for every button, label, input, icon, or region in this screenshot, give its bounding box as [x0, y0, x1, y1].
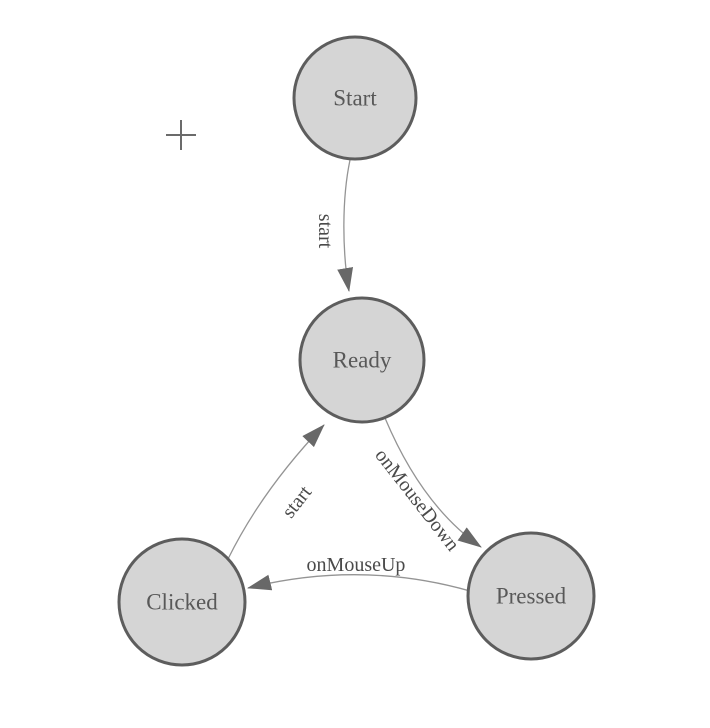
state-node-clicked[interactable]: Clicked [117, 537, 247, 667]
edge-ready-to-pressed[interactable] [384, 417, 482, 548]
state-node-circle-ready[interactable] [298, 296, 426, 424]
state-node-circle-pressed[interactable] [466, 531, 596, 661]
edge-start-to-ready[interactable] [337, 159, 354, 292]
edge-label-pressed-to-clicked[interactable]: onMouseUp [307, 554, 406, 576]
edge-label-clicked-to-ready[interactable]: start [278, 481, 317, 522]
edge-label-start-to-ready[interactable]: start [314, 214, 336, 249]
plus-icon[interactable] [166, 120, 196, 150]
state-node-pressed[interactable]: Pressed [466, 531, 596, 661]
state-node-label-start: Start [333, 86, 377, 111]
edge-pressed-to-clicked[interactable] [247, 574, 471, 592]
state-node-circle-start[interactable] [292, 35, 418, 161]
state-node-label-pressed: Pressed [496, 584, 567, 609]
state-node-start[interactable]: Start [292, 35, 418, 161]
state-node-label-ready: Ready [333, 348, 392, 373]
state-node-label-clicked: Clicked [146, 590, 218, 615]
state-node-ready[interactable]: Ready [298, 296, 426, 424]
edge-label-ready-to-pressed[interactable]: onMouseDown [370, 445, 463, 556]
edge-clicked-to-ready[interactable] [227, 424, 325, 560]
state-node-circle-clicked[interactable] [117, 537, 247, 667]
